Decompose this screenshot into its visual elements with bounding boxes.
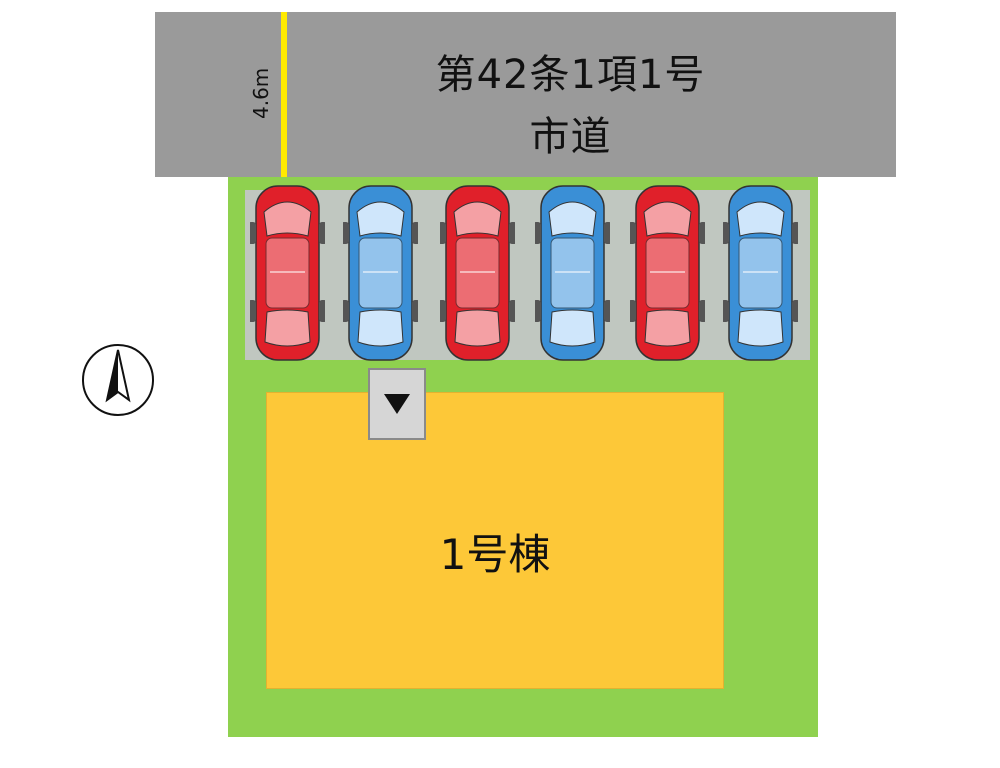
building-footprint: 1号棟 [266,392,724,689]
parked-car-4 [535,185,610,361]
road-width-label: 4.6m [249,67,273,119]
road-width-indicator [281,12,287,177]
parked-car-2 [343,185,418,361]
parked-car-1 [250,185,325,361]
entrance-down-arrow-icon [384,394,410,414]
road-type-label: 市道 [529,114,612,160]
road: 第42条1項1号 市道 [155,12,896,177]
north-arrow-icon [82,344,154,416]
entrance-marker [368,368,426,440]
parked-car-3 [440,185,515,361]
parked-car-6 [723,185,798,361]
building-label: 1号棟 [439,530,551,579]
parked-car-5 [630,185,705,361]
parking-area [245,190,810,360]
road-regulation-label: 第42条1項1号 [435,52,706,98]
